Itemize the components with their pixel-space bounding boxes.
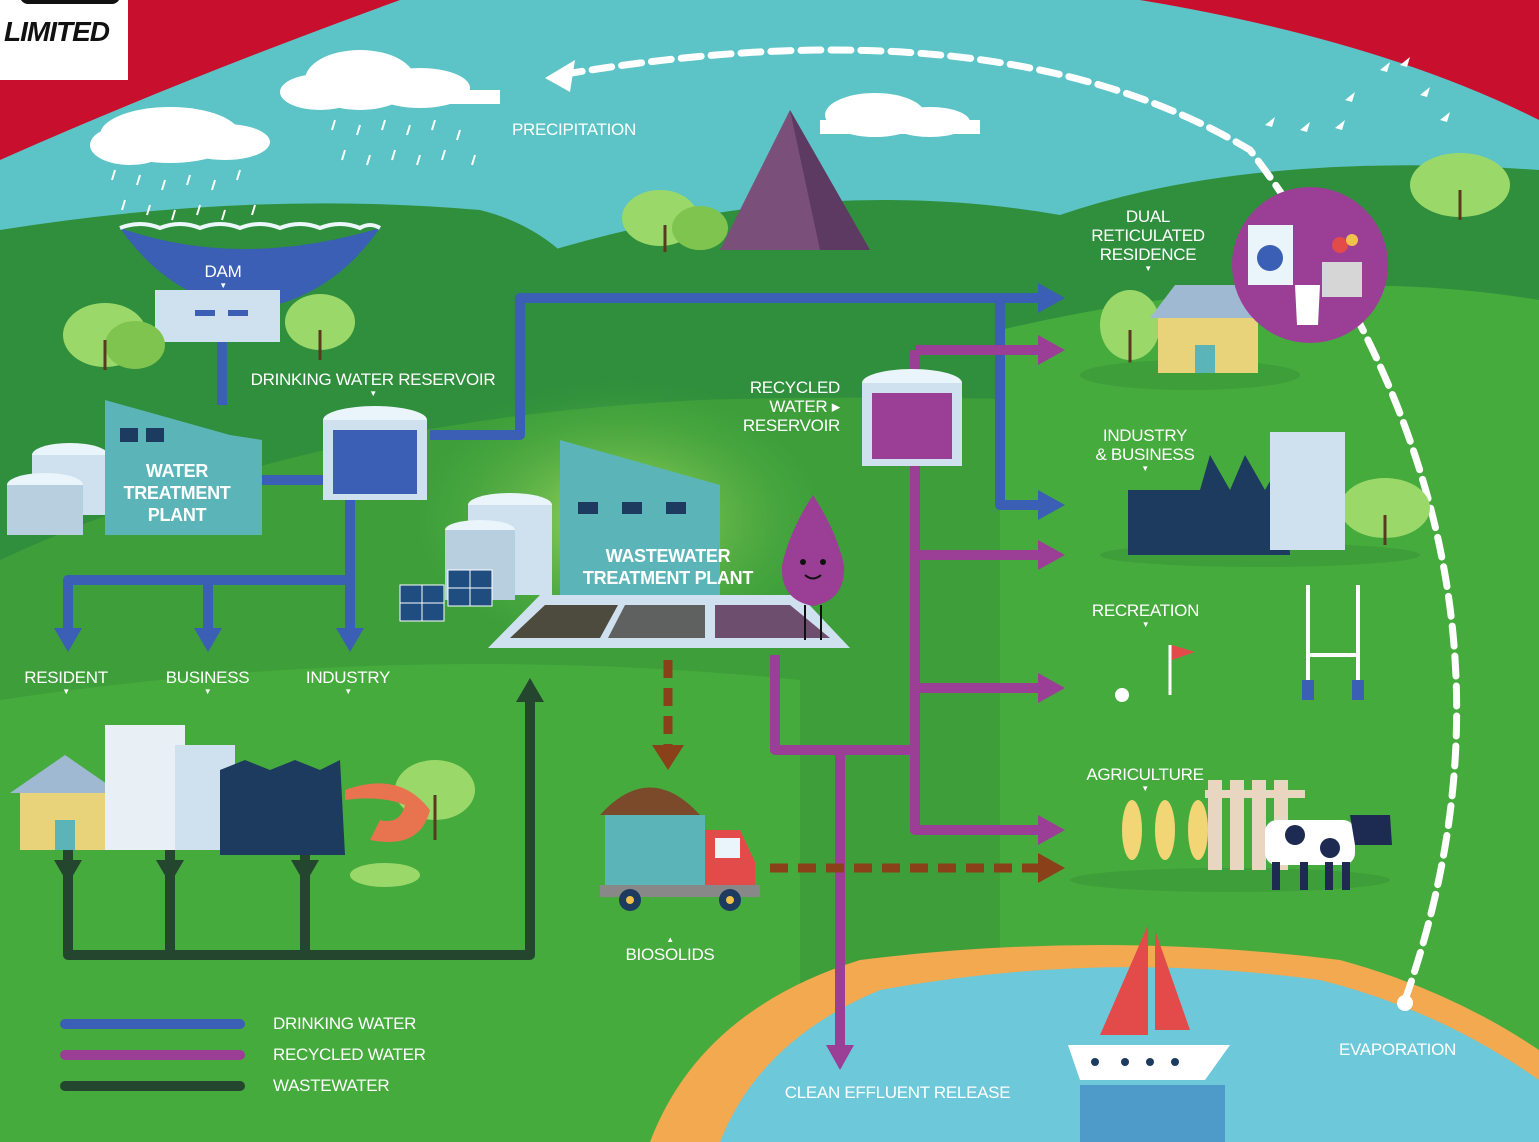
- label-drinking-water-reservoir: DRINKING WATER RESERVOIR: [244, 370, 502, 399]
- label-industry-text: INDUSTRY: [305, 668, 391, 687]
- label-evaporation: EVAPORATION: [1339, 1040, 1456, 1059]
- dam-lake: [120, 228, 380, 310]
- label-rwr-line3: RESERVOIR: [742, 416, 840, 435]
- drinking-water-reservoir: [323, 406, 427, 500]
- label-wtp-line2: TREATMENT: [123, 483, 231, 503]
- legend-swatch-recycled: [60, 1050, 245, 1060]
- sailboat-icon: [1068, 925, 1230, 1142]
- agriculture: [1070, 780, 1392, 892]
- label-dwr-text: DRINKING WATER RESERVOIR: [250, 370, 496, 389]
- solar-panel-icon: [399, 569, 493, 622]
- recycled-arrowheads: [826, 335, 1065, 1070]
- drinking-arrowheads: [54, 283, 1065, 652]
- legend-label-drinking: DRINKING WATER: [273, 1014, 417, 1033]
- water-drop-mascot-icon: [781, 495, 845, 640]
- label-industry-business: INDUSTRY & BUSINESS: [1080, 426, 1210, 474]
- company-logo: LIMITED: [0, 0, 128, 80]
- mountain-icon: [720, 110, 870, 250]
- dual-residence: [1080, 187, 1388, 390]
- label-business: BUSINESS: [155, 668, 260, 697]
- bird-icon: [1265, 57, 1450, 132]
- label-water-treatment-plant: WATER TREATMENT PLANT: [112, 460, 242, 526]
- industry-business: [1100, 432, 1420, 567]
- banner-right: [1140, 0, 1539, 120]
- evaporation-path: [556, 46, 1461, 1004]
- label-industry: INDUSTRY: [298, 668, 398, 697]
- label-business-text: BUSINESS: [165, 668, 250, 687]
- label-dam: DAM: [198, 262, 248, 291]
- truck-icon: [600, 787, 760, 911]
- wheat-icon: [1122, 800, 1208, 860]
- toilet-icon: [1295, 285, 1320, 325]
- label-recycled-water-reservoir: RECYCLED WATER ▸ RESERVOIR: [720, 378, 840, 435]
- legend-swatch-drinking: [60, 1019, 245, 1029]
- label-rwr-line1: RECYCLED: [749, 378, 840, 397]
- legend-label-recycled: RECYCLED WATER: [273, 1045, 426, 1064]
- house-icon: [10, 755, 120, 850]
- recycled-water-reservoir: [862, 369, 962, 466]
- label-agriculture-text: AGRICULTURE: [1086, 765, 1204, 784]
- shrimp-icon: [345, 783, 430, 842]
- label-recreation-text: RECREATION: [1091, 601, 1200, 620]
- rain-icon: [111, 119, 476, 221]
- label-biosolids: BIOSOLIDS: [620, 935, 720, 964]
- label-ib-line2: & BUSINESS: [1095, 445, 1195, 464]
- recreation: [1070, 585, 1390, 712]
- label-ib-line1: INDUSTRY: [1102, 426, 1188, 445]
- label-rwr-line2: WATER ▸: [769, 397, 840, 416]
- label-clean-effluent-release: CLEAN EFFLUENT RELEASE: [784, 1083, 1011, 1102]
- label-dam-text: DAM: [204, 262, 242, 281]
- logo-mark: [20, 0, 120, 4]
- wastewater-treatment-plant: [445, 440, 850, 648]
- label-wastewater-treatment-plant: WASTEWATER TREATMENT PLANT: [568, 545, 768, 589]
- label-agriculture: AGRICULTURE: [1075, 765, 1215, 794]
- cow-icon: [1265, 815, 1392, 890]
- label-drr-line1: DUAL: [1125, 207, 1171, 226]
- label-drr-line3: RESIDENCE: [1099, 245, 1197, 264]
- factory-icon: [220, 760, 345, 855]
- cloud-icon: [90, 50, 980, 165]
- label-biosolids-text: BIOSOLIDS: [625, 945, 715, 964]
- label-precipitation: PRECIPITATION: [512, 120, 636, 139]
- legend-item-wastewater: WASTEWATER: [60, 1074, 390, 1098]
- label-dual-reticulated-residence: DUAL RETICULATED RESIDENCE: [1078, 207, 1218, 274]
- dam-wall: [155, 290, 280, 342]
- moon-icon: [1164, 20, 1210, 83]
- label-wwtp-line1: WASTEWATER: [605, 546, 731, 566]
- legend-item-recycled-water: RECYCLED WATER: [60, 1043, 426, 1067]
- legend-label-wastewater: WASTEWATER: [273, 1076, 390, 1095]
- label-wwtp-line2: TREATMENT PLANT: [582, 568, 754, 588]
- logo-text: LIMITED: [4, 16, 110, 47]
- legend-swatch-wastewater: [60, 1081, 245, 1091]
- label-wtp-line3: PLANT: [147, 505, 207, 525]
- label-resident: RESIDENT: [16, 668, 116, 697]
- water-treatment-plant: [7, 400, 262, 535]
- legend-item-drinking-water: DRINKING WATER: [60, 1012, 416, 1036]
- drinking-water-pipes: [63, 293, 1040, 630]
- label-recreation: RECREATION: [1078, 601, 1213, 630]
- recycled-water-pipes: [770, 345, 1040, 1045]
- label-drr-line2: RETICULATED: [1091, 226, 1205, 245]
- label-resident-text: RESIDENT: [24, 668, 108, 687]
- label-wtp-line1: WATER: [145, 461, 209, 481]
